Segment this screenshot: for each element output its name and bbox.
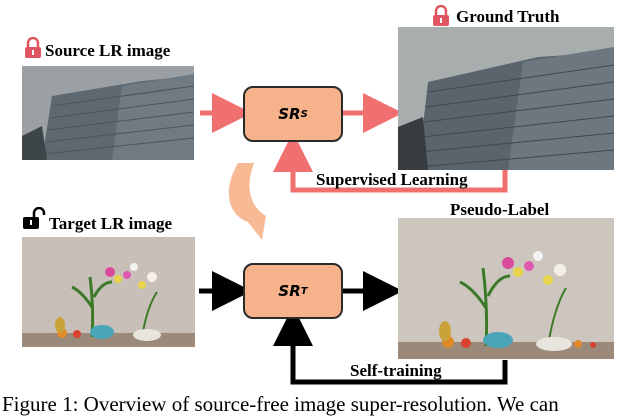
sr-source-model-name: SR <box>278 105 301 123</box>
target-lr-image <box>22 237 195 347</box>
lock-closed-icon <box>433 5 449 26</box>
pseudo-label-label: Pseudo-Label <box>450 200 550 219</box>
lock-closed-icon <box>25 37 41 58</box>
self-training-label: Self-training <box>350 361 442 380</box>
arrow-transfer <box>228 163 266 240</box>
source-lr-image <box>22 66 194 160</box>
lock-open-icon <box>23 207 46 229</box>
sr-source-model-subscript: S <box>300 108 308 120</box>
target-lr-label: Target LR image <box>49 214 173 233</box>
supervised-learning-label: Supervised Learning <box>316 170 468 189</box>
source-lr-label: Source LR image <box>45 41 171 60</box>
ground-truth-label: Ground Truth <box>456 7 560 26</box>
arrow-self-training <box>273 306 508 385</box>
sr-target-model-subscript: T <box>300 285 308 297</box>
sr-target-model-name: SR <box>278 282 301 300</box>
figure-caption: Figure 1: Overview of source-free image … <box>2 392 559 416</box>
pseudo-label-image <box>398 218 614 359</box>
ground-truth-image <box>398 27 614 170</box>
arrow-supervised-learning <box>273 132 508 193</box>
